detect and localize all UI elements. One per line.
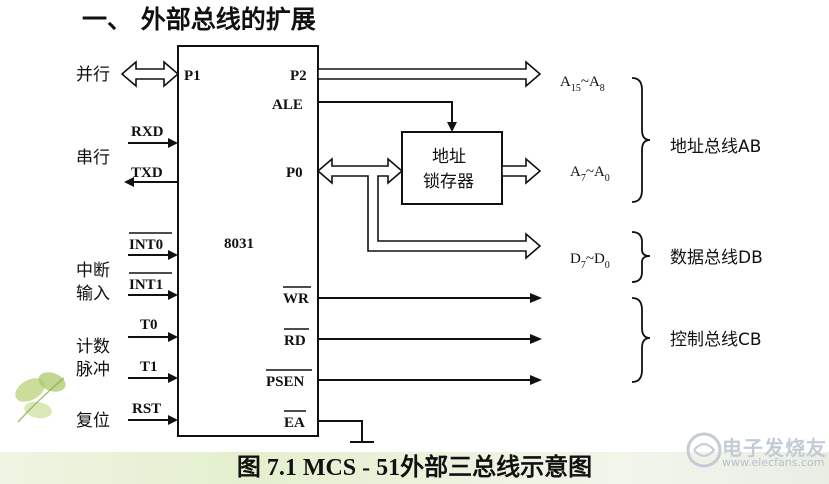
decorative-leaf [15,372,66,423]
group-parallel: 并行 [76,65,110,85]
group-interrupt-2: 输入 [76,284,110,304]
group-serial: 串行 [76,148,110,168]
ale-arrow [447,122,457,132]
pin-rd: RD [284,333,306,349]
group-counter-1: 计数 [76,337,110,357]
pin-wr: WR [283,291,309,307]
p0-bus [316,157,542,260]
psen-arrow [530,375,542,385]
pin-int0: INT0 [129,237,163,253]
rd-arrow [530,334,542,344]
brace-data [631,231,651,283]
svg-text:A7~A0: A7~A0 [570,164,610,184]
int0-arrow [168,250,178,260]
address-latch [401,131,503,205]
pin-p0: P0 [286,165,303,181]
rst-arrow [168,415,178,425]
data-bus-label: 数据总线DB [670,248,763,268]
t1-arrow [168,373,178,383]
pin-p1: P1 [184,68,201,84]
control-bus-label: 控制总线CB [670,330,762,350]
pin-t0: T0 [140,317,158,333]
latch-label-2: 锁存器 [423,172,474,192]
latch-label-1: 地址 [432,147,466,167]
label-a15-a8: A15~A8 [560,74,605,94]
watermark-url: www.elecfans.com [722,456,825,469]
ale-line [318,101,453,124]
pin-int1: INT1 [129,277,163,293]
brace-control [631,297,651,383]
rxd-arrow [168,138,178,148]
wr-arrow [530,293,542,303]
group-counter-2: 脉冲 [76,360,110,380]
t0-arrow [168,332,178,342]
address-bus-label: 地址总线AB [670,137,761,157]
label-a7-a0: A7~A0 [570,164,610,184]
chip-name: 8031 [224,236,254,252]
pin-p2: P2 [290,68,307,84]
txd-arrow [124,177,134,187]
group-interrupt-1: 中断 [76,261,110,281]
group-reset: 复位 [76,411,110,431]
pin-rst: RST [132,401,161,417]
figure-caption: 图 7.1 MCS - 51外部三总线示意图 [236,455,593,481]
svg-text:A15~A8: A15~A8 [560,74,605,94]
pin-rxd: RXD [131,124,164,140]
brace-address [631,77,651,203]
label-d7-d0: D7~D0 [570,251,610,271]
watermark-logo-icon [686,432,722,468]
page-title: 一、 外部总线的扩展 [82,5,316,34]
pin-t1: T1 [140,359,158,375]
pin-ea: EA [284,415,305,431]
pin-psen: PSEN [266,374,305,390]
watermark-text: 电子发烧友 [722,436,827,460]
svg-text:D7~D0: D7~D0 [570,251,610,271]
p1-bus-arrow [120,60,180,88]
p2-bus-arrow [317,60,542,88]
chip-8031 [177,45,319,437]
pin-txd: TXD [131,165,163,181]
ea-line [318,420,363,441]
int1-arrow [168,290,178,300]
pin-ale: ALE [272,97,303,113]
latch-bus-arrow [501,157,542,185]
